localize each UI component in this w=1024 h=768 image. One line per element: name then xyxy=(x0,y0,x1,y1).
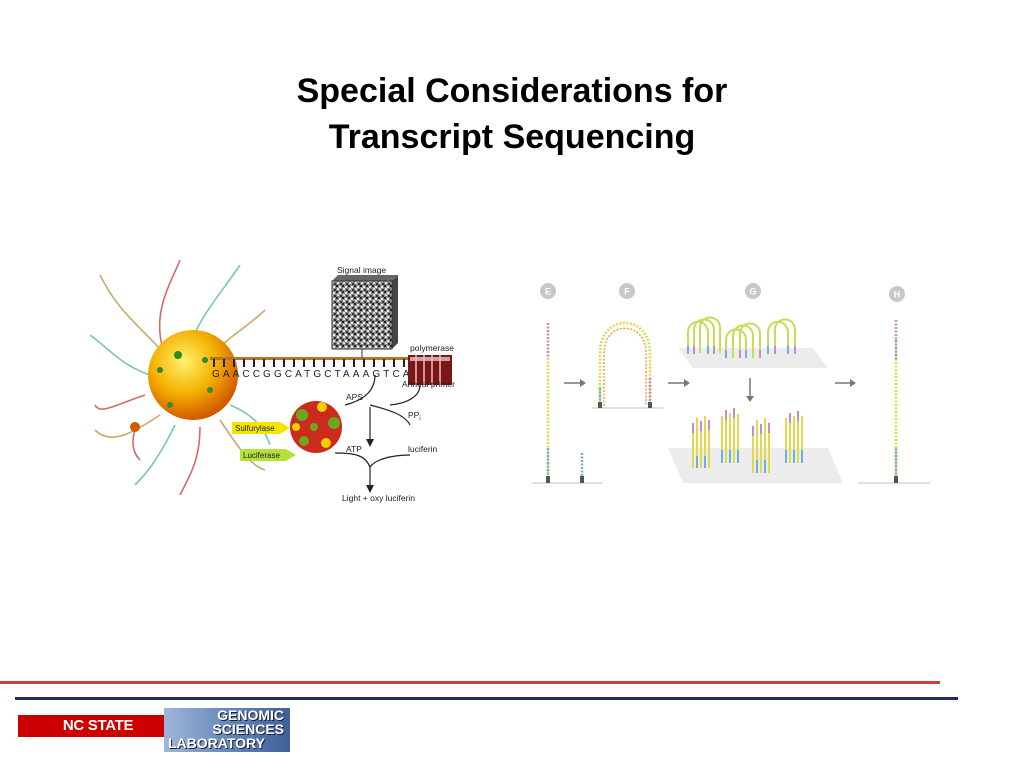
polymerase-label: polymerase xyxy=(410,343,454,353)
arrowhead xyxy=(366,439,374,447)
step-badge-h: H xyxy=(889,286,905,302)
arrowhead xyxy=(366,485,374,493)
enzyme-bead xyxy=(290,401,342,453)
sequence-ticks xyxy=(213,359,405,367)
svg-text:H: H xyxy=(894,290,901,300)
panel-f xyxy=(592,321,663,409)
panel-g-clusters xyxy=(668,408,843,483)
panel-g-bridges xyxy=(678,316,828,368)
lab-line-2: SCIENCES xyxy=(212,721,284,737)
slide-title: Special Considerations for Transcript Se… xyxy=(0,68,1024,160)
sulfurylase-label: Sulfurylase xyxy=(235,424,275,433)
lab-line-1: GENOMIC xyxy=(217,707,284,723)
svg-text:F: F xyxy=(624,287,630,297)
sulfurylase-tag xyxy=(232,422,290,434)
genomic-sciences-lab-logo: GENOMIC SCIENCES LABORATORY xyxy=(164,708,290,752)
svg-text:G: G xyxy=(749,287,756,297)
title-line-2: Transcript Sequencing xyxy=(328,118,696,156)
sequence-text: GAACCGGCATGCTAAAGTCA xyxy=(212,369,413,380)
arrow-g-to-h xyxy=(835,379,856,387)
cluster xyxy=(752,418,770,473)
capture-bead xyxy=(148,330,238,420)
template-strand xyxy=(210,357,425,360)
product-label: Light + oxy luciferin xyxy=(342,493,415,503)
cluster xyxy=(692,416,710,468)
bridge-amplification-figure: E F G H xyxy=(532,283,930,484)
reaction-pathway xyxy=(334,374,421,487)
luciferase-tag xyxy=(240,449,296,461)
footer-rule-blue xyxy=(15,697,958,700)
cluster xyxy=(721,408,739,463)
step-badge-f: F xyxy=(619,283,635,299)
cluster xyxy=(785,411,803,463)
pyrosequencing-figure: GAACCGGCATGCTAAAGTCA polymerase Anneal p… xyxy=(90,259,455,503)
anneal-primer-block xyxy=(408,355,452,385)
footer-rule-red xyxy=(0,681,940,684)
anneal-primer-label: Anneal primer xyxy=(402,379,455,389)
arrow-e-to-f xyxy=(564,379,586,387)
luciferin-label: luciferin xyxy=(408,444,438,454)
panel-h xyxy=(858,320,930,484)
atp-label: ATP xyxy=(346,444,362,454)
aps-label: APS xyxy=(346,392,363,402)
footer-logo: NC STATE UNIVERSITY GENOMIC SCIENCES LAB… xyxy=(18,708,293,756)
ppi-label: PPi xyxy=(408,410,421,422)
svg-text:E: E xyxy=(545,287,551,297)
lab-line-3: LABORATORY xyxy=(168,735,265,751)
signal-image-label: Signal image xyxy=(337,265,386,275)
title-line-1: Special Considerations for xyxy=(296,72,728,110)
arrow-g-down xyxy=(746,378,754,402)
nc-state-logo: NC STATE UNIVERSITY xyxy=(18,715,178,756)
step-badge-g: G xyxy=(745,283,761,299)
signal-image xyxy=(331,275,398,358)
arrow-f-to-g xyxy=(668,379,690,387)
step-badge-e: E xyxy=(540,283,556,299)
luciferase-label: Luciferase xyxy=(243,451,280,460)
panel-e xyxy=(532,323,603,484)
